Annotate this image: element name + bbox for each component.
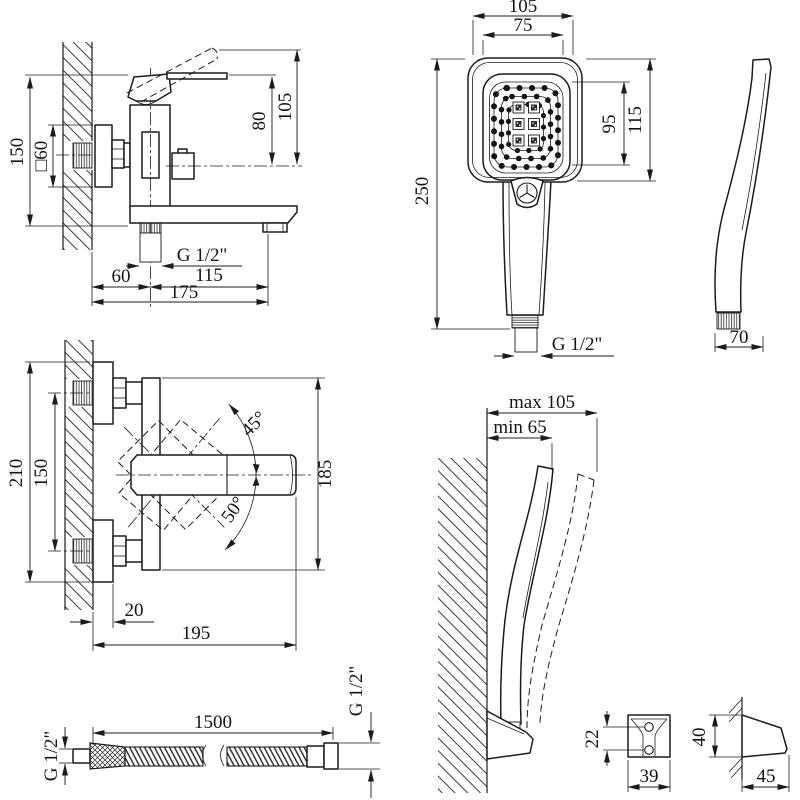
dim-square-60: □60 xyxy=(31,141,52,171)
dim-40: 40 xyxy=(689,728,710,747)
view-hand-shower-front: 105 75 115 95 250 G 1/2" xyxy=(412,0,656,359)
view-bracket-front: 22 39 xyxy=(582,711,671,792)
dim-105: 105 xyxy=(509,0,538,17)
shower-tilted-dashed xyxy=(526,473,579,729)
dim-80: 80 xyxy=(249,112,270,131)
view-shower-hose: 1500 G 1/2" G 1/2" xyxy=(41,666,380,798)
lever-base xyxy=(127,73,172,102)
shower-handle xyxy=(502,179,552,316)
tail-thread xyxy=(139,222,162,234)
hose-end-fitting xyxy=(323,742,339,770)
dim-45: 45 xyxy=(757,766,776,787)
nozzle-ring-outer xyxy=(491,85,561,170)
view-bath-mixer-side: 150 □60 80 105 G 1/2" 60 115 175 xyxy=(7,42,302,308)
view-bracket-side: 40 45 xyxy=(689,697,790,792)
angle-45: 45° xyxy=(237,407,271,441)
hose-left xyxy=(124,746,204,767)
dim-150: 150 xyxy=(31,459,52,488)
dim-95: 95 xyxy=(599,115,620,134)
nozzle-ring-inner xyxy=(505,101,547,154)
spout xyxy=(129,205,298,224)
dim-150: 150 xyxy=(7,138,28,167)
shower-thread xyxy=(511,314,539,329)
dim-20: 20 xyxy=(125,600,144,621)
view-hand-shower-side: 70 xyxy=(714,58,772,352)
lever-handle xyxy=(166,72,228,80)
bracket-side xyxy=(741,714,788,758)
dim-1500: 1500 xyxy=(194,712,232,733)
dim-210: 210 xyxy=(6,459,27,488)
view-shower-in-holder: max 105 min 65 xyxy=(438,392,598,793)
escutcheon-bottom xyxy=(92,519,114,583)
thread-left-label: G 1/2" xyxy=(41,731,62,782)
dim-115: 115 xyxy=(195,265,223,286)
dim-195: 195 xyxy=(182,623,211,644)
dim-185: 185 xyxy=(315,460,336,489)
bracket-front xyxy=(627,714,671,758)
shower-head xyxy=(467,57,583,183)
escutcheon xyxy=(94,124,113,188)
shower-profile xyxy=(714,58,772,313)
dim-min-65: min 65 xyxy=(493,417,546,438)
dim-75: 75 xyxy=(514,15,533,36)
bracket-hole-bottom xyxy=(644,745,654,755)
escutcheon-top xyxy=(92,361,114,425)
hex-nut xyxy=(111,139,125,169)
center-jets xyxy=(512,101,540,147)
thread-label: G 1/2" xyxy=(552,334,603,355)
dim-70: 70 xyxy=(730,327,749,348)
dim-60: 60 xyxy=(112,266,131,287)
dim-22: 22 xyxy=(582,730,603,749)
dim-max-105: max 105 xyxy=(509,392,575,413)
dim-105: 105 xyxy=(275,93,296,122)
hose-cone-fitting xyxy=(89,742,126,770)
dim-175: 175 xyxy=(170,282,199,303)
nozzle-ring-middle xyxy=(498,93,554,162)
view-bath-mixer-top: 210 150 45° 50° 185 20 195 xyxy=(6,340,336,651)
dim-115: 115 xyxy=(625,106,646,134)
shower-thread-side xyxy=(716,312,741,330)
thread-right-label: G 1/2" xyxy=(346,666,367,717)
dim-39: 39 xyxy=(640,766,659,787)
wall-thread-pipe xyxy=(72,142,93,169)
dim-250: 250 xyxy=(412,177,433,206)
thread-label: G 1/2" xyxy=(177,245,228,266)
hose-right xyxy=(226,746,308,767)
bracket-hole-top xyxy=(644,722,654,732)
aerator xyxy=(262,222,288,233)
